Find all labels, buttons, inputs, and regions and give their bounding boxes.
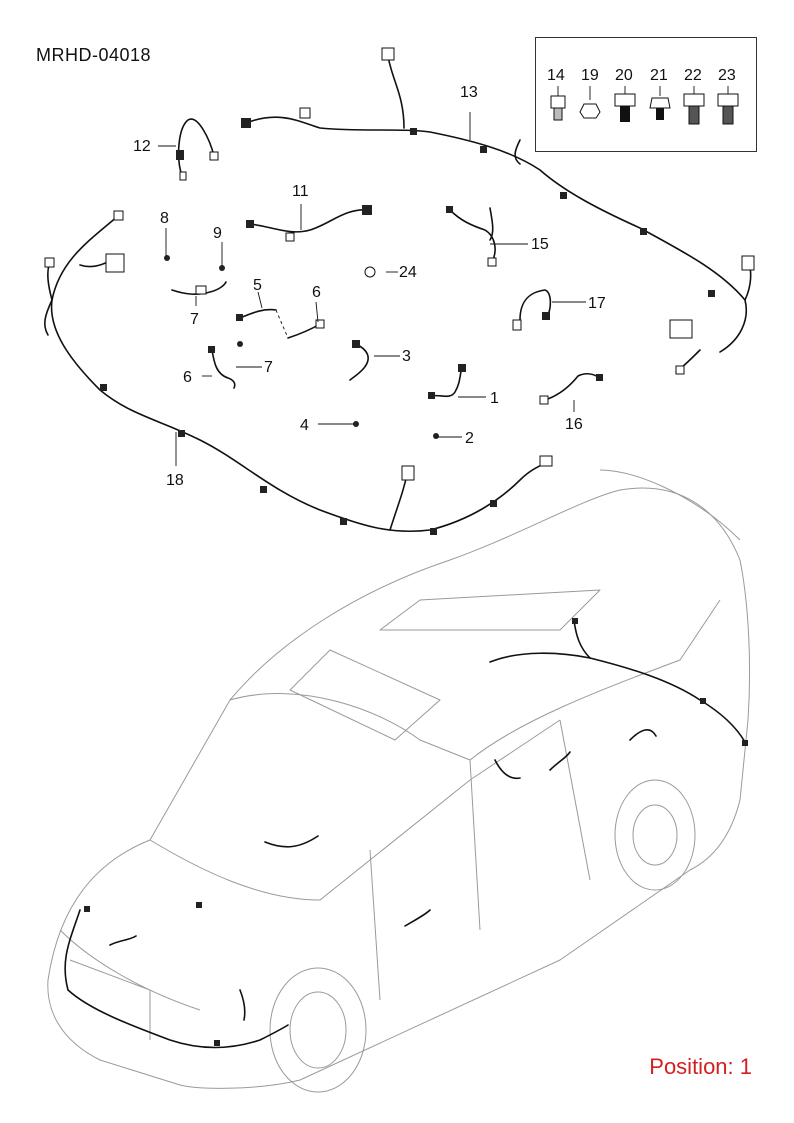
fastener-label-21: 21 bbox=[650, 67, 668, 84]
installed-harnesses bbox=[64, 618, 748, 1049]
callout-18: 18 bbox=[166, 472, 184, 489]
fastener-label-14: 14 bbox=[547, 67, 565, 84]
harness-6 bbox=[208, 346, 236, 389]
bolt-21-icon bbox=[649, 86, 671, 120]
callout-7: 7 bbox=[264, 359, 273, 376]
callout-16: 16 bbox=[565, 416, 583, 433]
document-code: MRHD-04018 bbox=[36, 45, 152, 65]
harness-12 bbox=[246, 205, 372, 242]
fastener-box bbox=[535, 37, 757, 152]
callout-12: 11 bbox=[292, 183, 309, 200]
fastener-label-19: 19 bbox=[581, 67, 599, 84]
callouts: 13 12 11 8 9 7 5 6 15 24 17 3 6 bbox=[133, 84, 606, 489]
callout-15: 15 bbox=[531, 236, 549, 253]
callout-8: 7 bbox=[190, 311, 199, 328]
harness-8 bbox=[171, 281, 227, 295]
harness-1 bbox=[428, 364, 466, 399]
callout-9: 8 bbox=[160, 210, 169, 227]
harness-15 bbox=[446, 206, 497, 267]
callout-13: 13 bbox=[460, 84, 478, 101]
fastener-group: 14 19 20 21 22 23 bbox=[547, 67, 739, 125]
callout-5b: 6 bbox=[312, 284, 321, 301]
fastener-label-23: 23 bbox=[718, 67, 736, 84]
harness-11 bbox=[176, 118, 219, 181]
bolt-22-icon bbox=[683, 86, 705, 125]
clip-24 bbox=[364, 266, 376, 278]
callout-5a: 5 bbox=[253, 277, 262, 294]
harness-18 bbox=[43, 210, 553, 535]
callout-6: 6 bbox=[183, 369, 192, 386]
harness-13 bbox=[241, 47, 755, 375]
callout-17: 17 bbox=[588, 295, 606, 312]
bolt-20-icon bbox=[614, 86, 636, 122]
nut-19-icon bbox=[579, 86, 601, 119]
callout-24: 24 bbox=[399, 264, 417, 281]
vehicle-outline bbox=[47, 469, 751, 1093]
position-label: Position: 1 bbox=[649, 1054, 752, 1079]
bolt-14-icon bbox=[550, 86, 566, 121]
callout-2: 2 bbox=[465, 430, 474, 447]
callout-1: 1 bbox=[490, 390, 499, 407]
harness-16 bbox=[539, 373, 603, 405]
fastener-label-20: 20 bbox=[615, 67, 633, 84]
fastener-label-22: 22 bbox=[684, 67, 702, 84]
harness-3 bbox=[349, 340, 369, 381]
bolt-23-icon bbox=[717, 86, 739, 125]
harness-5 bbox=[236, 308, 325, 339]
callout-10: 9 bbox=[213, 225, 222, 242]
callout-3: 3 bbox=[402, 348, 411, 365]
callout-11: 12 bbox=[133, 138, 151, 155]
harness-17 bbox=[512, 289, 552, 331]
callout-4: 4 bbox=[300, 417, 309, 434]
small-fasteners bbox=[164, 255, 439, 439]
